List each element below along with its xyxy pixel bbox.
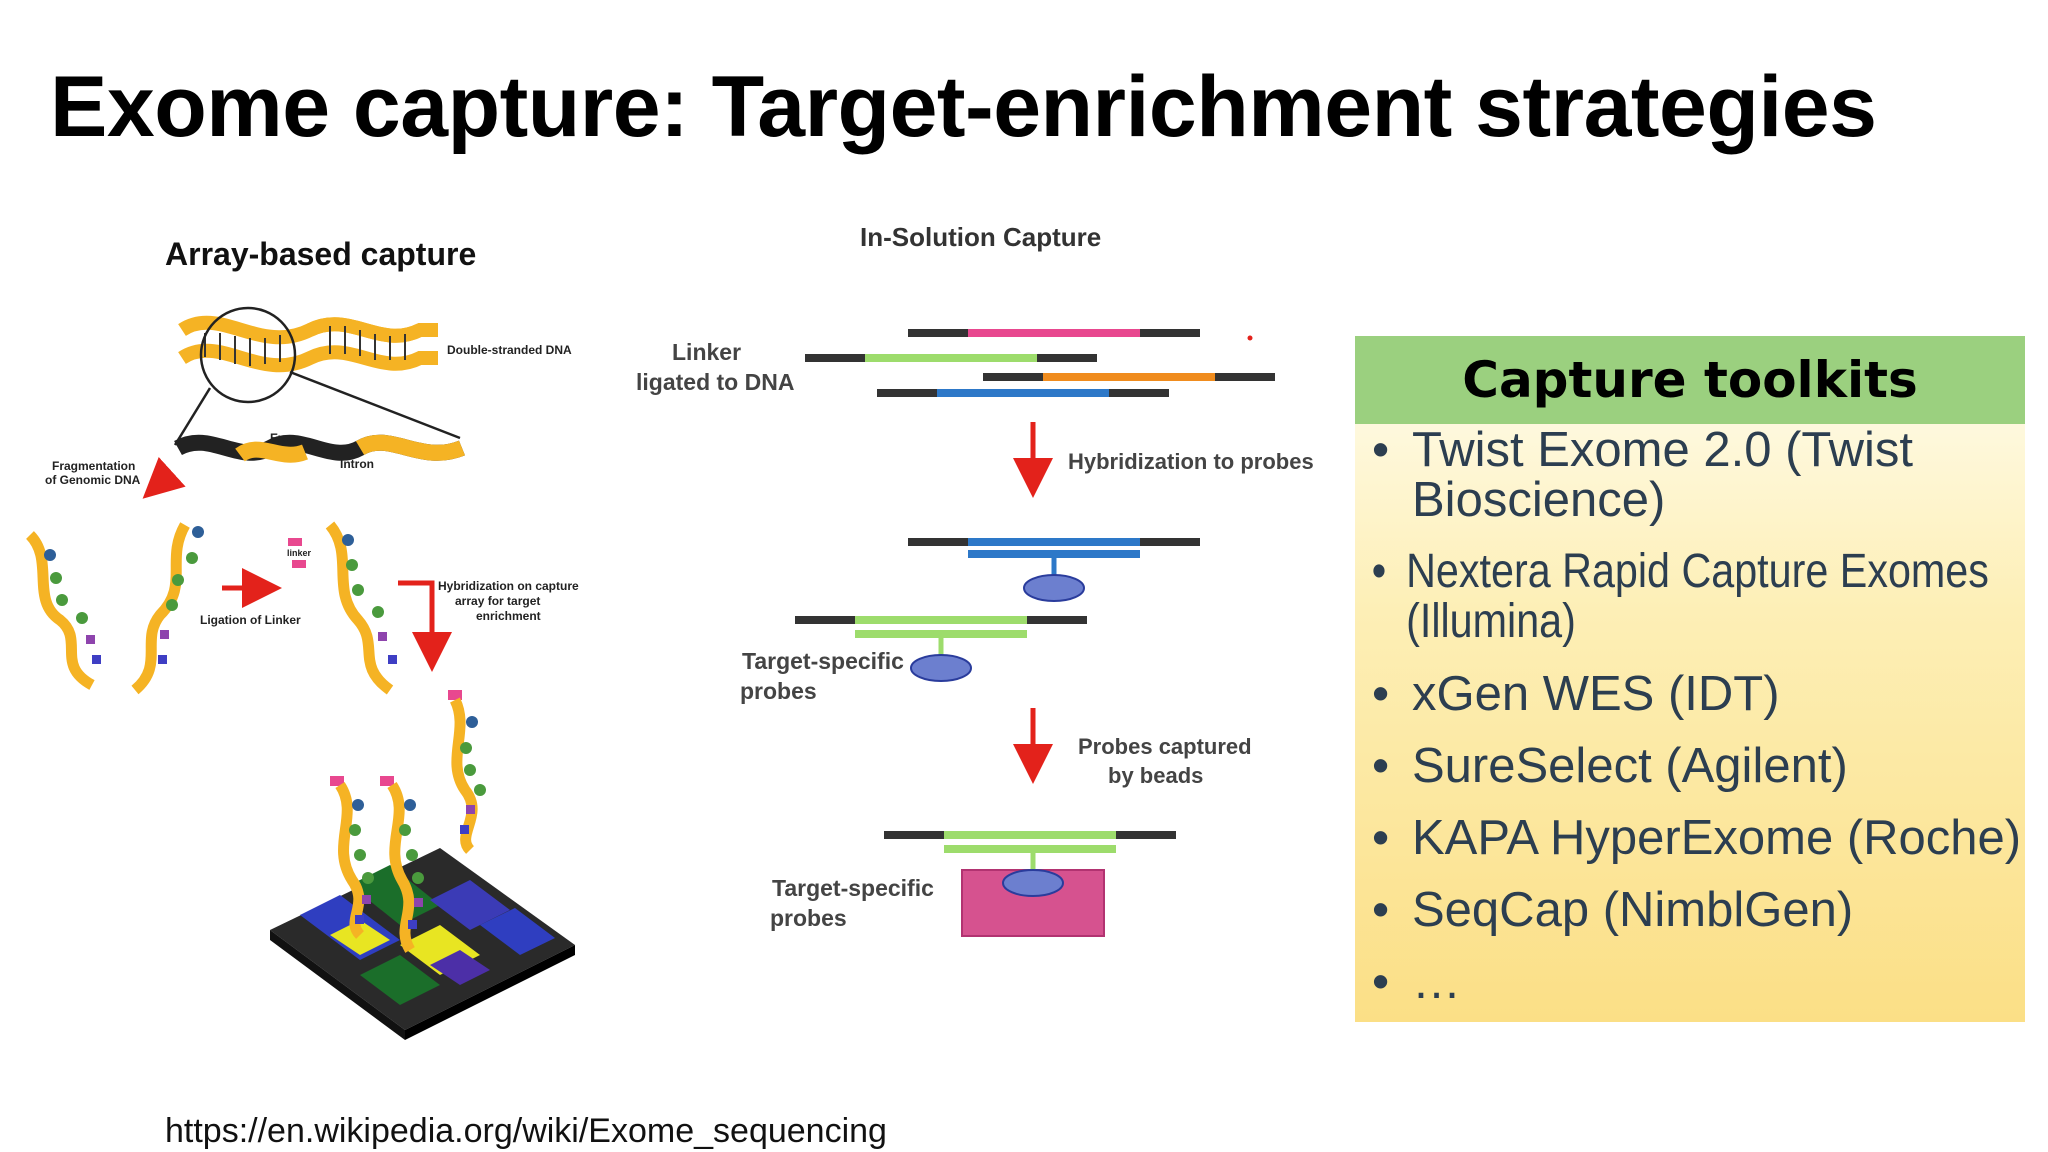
probes-label-2-line2: probes	[770, 905, 847, 931]
double-stranded-label: Double-stranded DNA	[447, 343, 572, 357]
toolkit-item: SeqCap (NimblGen)	[1370, 885, 2030, 935]
probe-green	[795, 616, 1087, 682]
captured-strand-2	[330, 776, 374, 939]
ligation-label: Ligation of Linker	[200, 613, 301, 627]
hybridization-label-line3: enrichment	[476, 609, 541, 623]
solution-hybridization-label: Hybridization to probes	[1068, 449, 1314, 474]
hybridization-label-line1: Hybridization on capture	[438, 579, 579, 593]
capture-toolkits-list: Twist Exome 2.0 (Twist Bioscience) Nexte…	[1370, 425, 2030, 1029]
toolkit-item: …	[1370, 957, 2030, 1007]
capture-array-chip	[270, 848, 575, 1040]
exon-label: Exon	[270, 431, 299, 445]
probes-label-1-line2: probes	[740, 678, 817, 704]
linker-square-2	[292, 560, 306, 568]
capture-toolkits-header: Capture toolkits	[1355, 336, 2025, 424]
toolkit-item: xGen WES (IDT)	[1370, 669, 2030, 719]
fragmentation-arrow	[142, 457, 186, 499]
toolkit-item: Nextera Rapid Capture Exomes (Illumina)	[1370, 547, 2048, 647]
solution-capture-panel: In-Solution Capture Linker ligated to DN…	[636, 222, 1314, 937]
probe-blue	[908, 538, 1200, 602]
captured-strand-1	[448, 690, 486, 854]
toolkit-item: SureSelect (Agilent)	[1370, 741, 2030, 791]
beads-label-line2: by beads	[1108, 763, 1203, 788]
linker-label: linker	[287, 548, 312, 558]
double-stranded-dna	[173, 306, 465, 463]
hybridization-arrow	[398, 580, 452, 672]
dna-fragment-1	[25, 531, 101, 690]
dna-fragment-3	[325, 521, 397, 695]
dna-fragment-2	[131, 522, 204, 695]
beads-label-line1: Probes captured	[1078, 734, 1252, 759]
toolkit-item: KAPA HyperExome (Roche)	[1370, 813, 2030, 863]
linker-ligated-dna	[805, 329, 1275, 397]
probes-label-2-line1: Target-specific	[772, 875, 934, 901]
toolkit-item: Twist Exome 2.0 (Twist Bioscience)	[1370, 425, 2030, 525]
linker-square-1	[288, 538, 302, 546]
bead-captured-probe	[884, 831, 1176, 937]
source-url: https://en.wikipedia.org/wiki/Exome_sequ…	[165, 1112, 887, 1150]
solution-linker-label-line1: Linker	[672, 339, 741, 365]
fragmentation-label-line1: Fragmentation	[52, 459, 135, 473]
intron-label: Intron	[340, 457, 374, 471]
captured-strand-3	[380, 776, 424, 953]
solution-linker-label-line2: ligated to DNA	[636, 369, 794, 395]
fragmentation-label-line2: of Genomic DNA	[45, 473, 141, 487]
array-capture-panel: Array-based capture	[25, 236, 579, 1040]
array-capture-heading: Array-based capture	[165, 236, 476, 272]
probes-label-1-line1: Target-specific	[742, 648, 904, 674]
hybridization-label-line2: array for target	[455, 594, 540, 608]
solution-capture-heading: In-Solution Capture	[860, 222, 1101, 252]
slide-title: Exome capture: Target-enrichment strateg…	[50, 59, 1877, 155]
